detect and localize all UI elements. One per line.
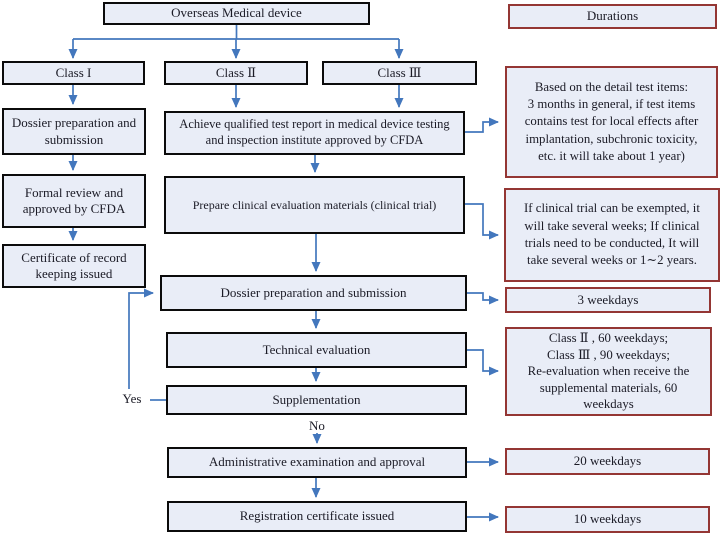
flow-box-class3-label: Class Ⅲ <box>377 64 422 80</box>
flow-box-class1-label: Class I <box>55 64 92 80</box>
flow-box-class2: Class Ⅱ <box>164 61 308 85</box>
durations-header: Durations <box>508 4 717 29</box>
flow-box-formal-review: Formal review and approved by CFDA <box>2 174 146 228</box>
flow-box-test-report: Achieve qualified test report in medical… <box>164 111 465 155</box>
duration-note-test-report-text: Based on the detail test items: 3 months… <box>524 79 699 163</box>
flow-box-dossier-submission-label: Dossier preparation and submission <box>220 284 407 300</box>
flow-box-dossier-submission: Dossier preparation and submission <box>160 275 467 311</box>
flow-box-certificate-label: Certificate of record keeping issued <box>21 249 127 281</box>
arrow-clinical-to-duration-icon <box>465 203 499 240</box>
flow-box-certificate: Certificate of record keeping issued <box>2 244 146 288</box>
yes-label: Yes <box>122 391 142 406</box>
flow-box-clinical-evaluation-label: Prepare clinical evaluation materials (c… <box>192 197 437 212</box>
duration-note-technical-text: Class Ⅱ , 60 weekdays; Class Ⅲ , 90 week… <box>527 330 690 412</box>
arrow-yes-loop-to-dossier2-icon <box>128 288 154 389</box>
flow-box-supplementation: Supplementation <box>166 385 467 415</box>
duration-note-registration: 10 weekdays <box>505 506 710 533</box>
flow-box-admin-approval-label: Administrative examination and approval <box>208 454 426 470</box>
flow-box-class3: Class Ⅲ <box>322 61 477 85</box>
arrow-dossier2-to-duration-icon <box>467 292 499 305</box>
duration-note-admin: 20 weekdays <box>505 448 710 475</box>
duration-note-clinical-text: If clinical trial can be exempted, it wi… <box>524 201 700 268</box>
flow-box-formal-review-label: Formal review and approved by CFDA <box>22 184 126 216</box>
flow-box-registration-issued: Registration certificate issued <box>167 501 467 532</box>
duration-note-test-report: Based on the detail test items: 3 months… <box>505 66 718 178</box>
arrow-testreport-to-duration-icon <box>465 117 499 133</box>
duration-note-dossier: 3 weekdays <box>505 287 711 313</box>
flow-box-class2-label: Class Ⅱ <box>215 64 257 80</box>
flow-box-technical-evaluation-label: Technical evaluation <box>262 341 371 357</box>
flow-box-root-label: Overseas Medical device <box>171 5 302 21</box>
flow-box-registration-issued-label: Registration certificate issued <box>239 508 395 524</box>
flow-box-class1: Class I <box>2 61 145 85</box>
flow-box-technical-evaluation: Technical evaluation <box>166 332 467 368</box>
no-label: No <box>309 418 325 433</box>
duration-note-dossier-text: 3 weekdays <box>577 291 639 307</box>
arrow-technical-to-duration-icon <box>467 349 499 376</box>
flow-box-admin-approval: Administrative examination and approval <box>167 447 467 478</box>
durations-header-label: Durations <box>586 8 639 24</box>
duration-note-registration-text: 10 weekdays <box>573 511 642 527</box>
flow-box-root: Overseas Medical device <box>103 2 370 25</box>
flow-box-supplementation-label: Supplementation <box>272 391 361 407</box>
flow-box-clinical-evaluation: Prepare clinical evaluation materials (c… <box>164 176 465 234</box>
duration-note-clinical: If clinical trial can be exempted, it wi… <box>504 188 720 282</box>
flow-box-test-report-label: Achieve qualified test report in medical… <box>179 117 450 147</box>
connector-lines <box>68 25 499 522</box>
flow-box-dossier-class1: Dossier preparation and submission <box>2 108 146 155</box>
duration-note-admin-text: 20 weekdays <box>573 453 642 469</box>
flow-box-dossier-class1-label: Dossier preparation and submission <box>11 115 137 147</box>
duration-note-technical: Class Ⅱ , 60 weekdays; Class Ⅲ , 90 week… <box>505 327 712 416</box>
